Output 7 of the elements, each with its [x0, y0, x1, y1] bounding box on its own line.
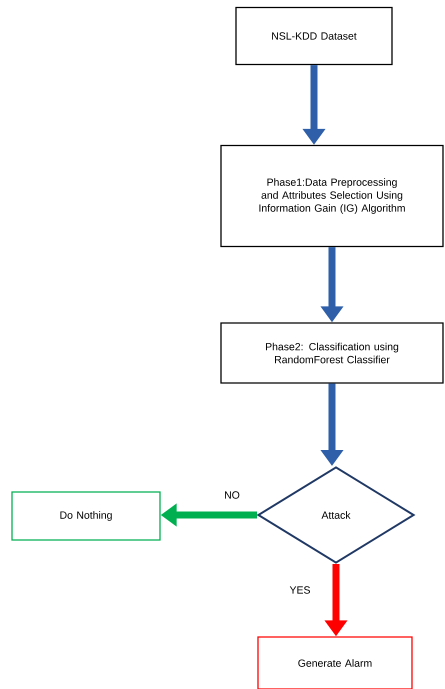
terminal-box: Do Nothing: [11, 491, 161, 541]
edge-label: NO: [223, 490, 241, 500]
process-box: Phase1:Data Preprocessing and Attributes Selection Using Information Gain (IG) Algorithm: [220, 144, 444, 248]
process-box: Phase2: Classification using RandomForest Classifier: [220, 322, 444, 384]
terminal-box: Generate Alarm: [257, 636, 413, 689]
process-box: NSL-KDD Dataset: [235, 6, 393, 66]
edge-label: YES: [288, 585, 312, 595]
